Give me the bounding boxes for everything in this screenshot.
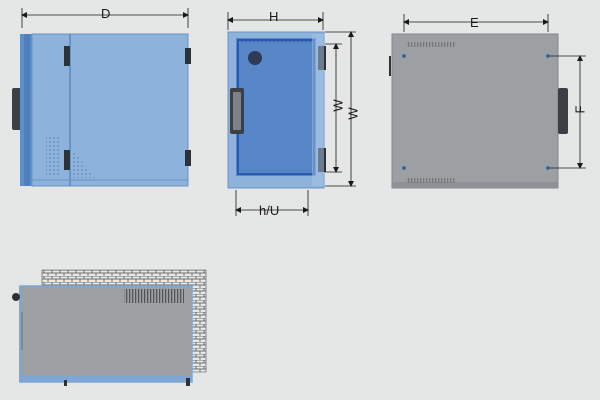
mounting-plate-view: [389, 14, 586, 189]
hinge-icon: [64, 46, 70, 66]
front-door: [236, 38, 316, 176]
side-handle: [12, 88, 22, 130]
label-H: H: [269, 9, 279, 24]
label-W-outer: W: [345, 107, 361, 120]
mounting-plate: [391, 33, 559, 189]
label-D: D: [101, 6, 111, 21]
label-F: F: [572, 105, 588, 114]
mount-hole: [402, 54, 406, 58]
side-view: [12, 8, 191, 187]
vent-dots: [46, 135, 60, 175]
label-hU: h/U: [259, 203, 280, 218]
front-view: [227, 12, 356, 216]
wall-mount-view: [12, 269, 207, 386]
label-W-inner: W: [330, 99, 346, 112]
vent-slots-top: [406, 42, 456, 47]
label-E: E: [470, 15, 479, 30]
fan-icon: [248, 51, 262, 65]
vent-slots-bottom: [406, 178, 456, 183]
plate-handle: [558, 88, 568, 134]
knob-icon: [12, 293, 20, 301]
vent-block: [124, 289, 184, 303]
